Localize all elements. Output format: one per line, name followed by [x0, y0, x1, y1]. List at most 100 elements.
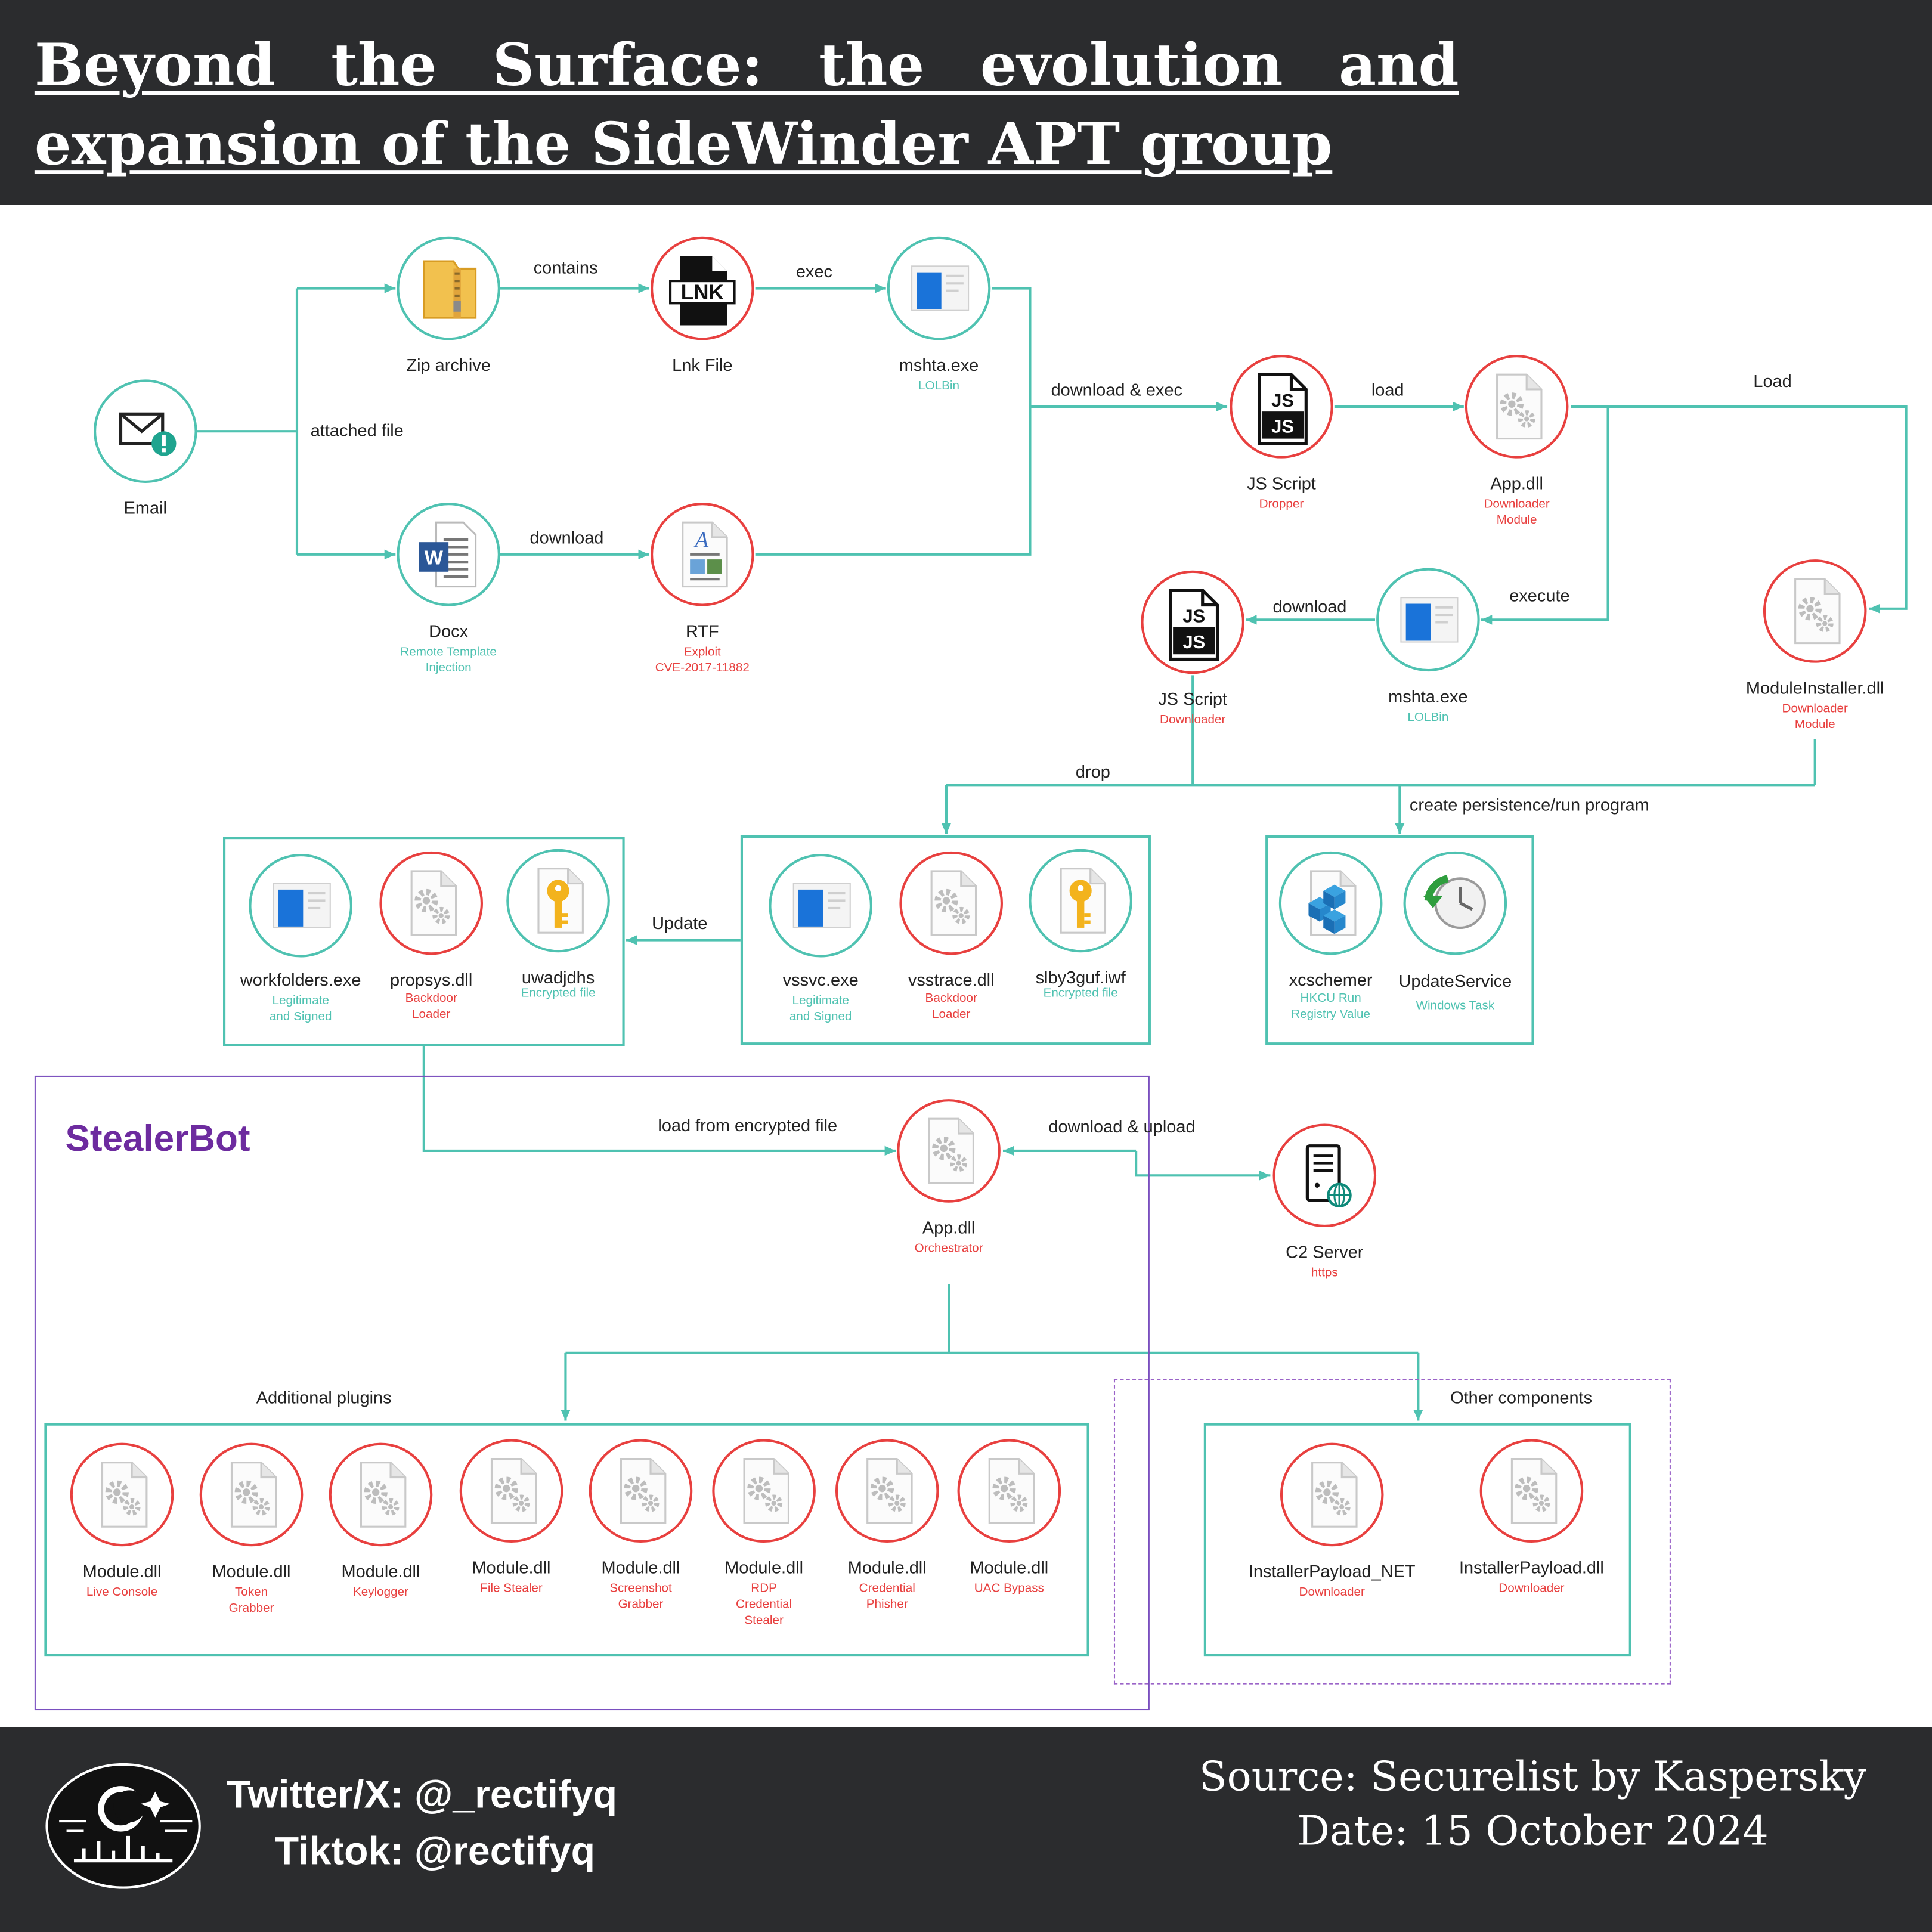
- gears-icon: [1311, 1462, 1358, 1528]
- node-mshta1-label: mshta.exe: [899, 355, 979, 375]
- node-zip: [397, 236, 500, 340]
- node-m3-sublabel: Keylogger: [352, 1586, 409, 1600]
- node-modinst-label: ModuleInstaller.dll: [1745, 677, 1884, 698]
- key-icon: [1060, 868, 1107, 934]
- word-document-icon: W: [419, 521, 477, 588]
- key-icon: [537, 868, 584, 934]
- gears-icon: [490, 1457, 537, 1524]
- node-app2: [897, 1099, 1001, 1203]
- svg-text:JS: JS: [1182, 605, 1205, 626]
- node-rtf: A: [651, 503, 754, 606]
- additional-plugins-label: Additional plugins: [256, 1387, 392, 1407]
- node-rtf-label: RTF: [685, 621, 719, 641]
- rtf-document-icon: A: [682, 521, 728, 588]
- source-text: Source: Securelist by Kaspersky: [1199, 1752, 1867, 1800]
- node-app1-sublabel: Downloader Module: [1484, 497, 1550, 528]
- node-m5-sublabel: Screenshot Grabber: [609, 1582, 672, 1612]
- node-m7-label: Module.dll: [847, 1557, 927, 1577]
- node-updsvc-sublabel: Windows Task: [1416, 999, 1495, 1013]
- node-updsvc: [1403, 851, 1507, 955]
- node-mshta1: [887, 236, 991, 340]
- node-vsstrace: [899, 851, 1003, 955]
- node-c2-label: C2 Server: [1286, 1241, 1364, 1262]
- other-components-group: [1113, 1379, 1671, 1685]
- node-rtf-sublabel: Exploit CVE-2017-11882: [655, 645, 750, 676]
- node-vssvc-sublabel: Legitimate and Signed: [789, 994, 852, 1024]
- node-mshta2: [1376, 568, 1480, 672]
- node-m8-label: Module.dll: [970, 1557, 1049, 1577]
- node-m7: [835, 1439, 939, 1543]
- node-propsys: [379, 851, 484, 955]
- gears-icon: [1496, 373, 1543, 440]
- svg-text:W: W: [425, 547, 444, 569]
- edge-label-drop: drop: [1075, 761, 1110, 782]
- edge-label-update: Update: [652, 913, 708, 933]
- node-m4-sublabel: File Stealer: [480, 1582, 543, 1596]
- svg-text:A: A: [693, 528, 708, 552]
- box-other-components: [1203, 1423, 1631, 1657]
- window-icon: [911, 265, 970, 311]
- edge-label-load-module: Load: [1753, 370, 1792, 391]
- node-ipdll-label: InstallerPayload.dll: [1459, 1557, 1604, 1577]
- node-app2-label: App.dll: [922, 1217, 976, 1237]
- gears-icon: [410, 870, 457, 936]
- node-js1-sublabel: Dropper: [1259, 497, 1304, 512]
- node-m5-label: Module.dll: [601, 1557, 680, 1577]
- svg-text:JS: JS: [1271, 416, 1294, 436]
- node-m8-sublabel: UAC Bypass: [974, 1582, 1044, 1596]
- clock-icon: [1423, 875, 1486, 930]
- footer-bar: Twitter/X: @_rectifyq Tiktok: @rectifyq …: [0, 1727, 1932, 1932]
- node-m1: [70, 1442, 174, 1547]
- node-slby-sublabel: Encrypted file: [1043, 987, 1118, 1001]
- node-uwadjdhs-label: uwadjdhs: [521, 967, 595, 987]
- node-mshta1-sublabel: LOLBin: [918, 379, 959, 394]
- node-workfolders-sublabel: Legitimate and Signed: [269, 994, 332, 1024]
- node-c2: [1272, 1123, 1377, 1228]
- edge-label-download-js: download: [1272, 596, 1347, 617]
- node-mshta2-sublabel: LOLBin: [1407, 711, 1449, 724]
- node-m2: [199, 1442, 304, 1547]
- twitter-handle: Twitter/X: @_rectifyq: [227, 1772, 618, 1816]
- gears-icon: [988, 1457, 1035, 1524]
- node-workfolders-label: workfolders.exe: [240, 970, 361, 990]
- edge-label-load-encrypted: load from encrypted file: [658, 1115, 838, 1135]
- edge-label-download-upload: download & upload: [1048, 1116, 1196, 1137]
- svg-text:JS: JS: [1182, 631, 1205, 652]
- node-vsstrace-label: vsstrace.dll: [908, 970, 995, 990]
- node-xcschemer: [1278, 851, 1383, 955]
- node-zip-label: Zip archive: [406, 355, 491, 375]
- stealerbot-group: [34, 1075, 1150, 1711]
- node-vssvc: [769, 853, 872, 958]
- node-xcschemer-sublabel: HKCU Run Registry Value: [1291, 992, 1371, 1021]
- node-modinst: [1763, 559, 1867, 663]
- node-ipdll-sublabel: Downloader: [1498, 1582, 1565, 1596]
- gears-icon: [360, 1462, 407, 1528]
- box-persistence-set: [1265, 835, 1534, 1045]
- node-m3: [329, 1442, 433, 1547]
- node-m4-label: Module.dll: [472, 1557, 551, 1577]
- stealerbot-title: StealerBot: [65, 1119, 250, 1160]
- node-uwadjdhs: [506, 849, 610, 953]
- gears-icon: [743, 1457, 789, 1524]
- node-m1-label: Module.dll: [82, 1561, 162, 1581]
- gears-icon: [930, 870, 977, 936]
- gears-icon: [928, 1117, 974, 1184]
- node-ipnet: [1280, 1442, 1384, 1547]
- node-app1-label: App.dll: [1490, 473, 1543, 493]
- node-ipnet-label: InstallerPayload_NET: [1248, 1561, 1416, 1581]
- node-ipnet-sublabel: Downloader: [1299, 1586, 1365, 1600]
- node-app1: [1465, 355, 1569, 459]
- node-updsvc-label: UpdateService: [1398, 971, 1512, 991]
- other-components-label: Other components: [1450, 1387, 1593, 1407]
- node-m2-label: Module.dll: [212, 1561, 291, 1581]
- node-workfolders: [249, 853, 352, 958]
- gears-icon: [101, 1462, 148, 1528]
- window-icon: [273, 883, 331, 928]
- node-vsstrace-sublabel: Backdoor Loader: [925, 992, 977, 1021]
- node-modinst-sublabel: Downloader Module: [1782, 702, 1848, 732]
- node-propsys-sublabel: Backdoor Loader: [405, 992, 457, 1021]
- gears-icon: [1794, 578, 1841, 645]
